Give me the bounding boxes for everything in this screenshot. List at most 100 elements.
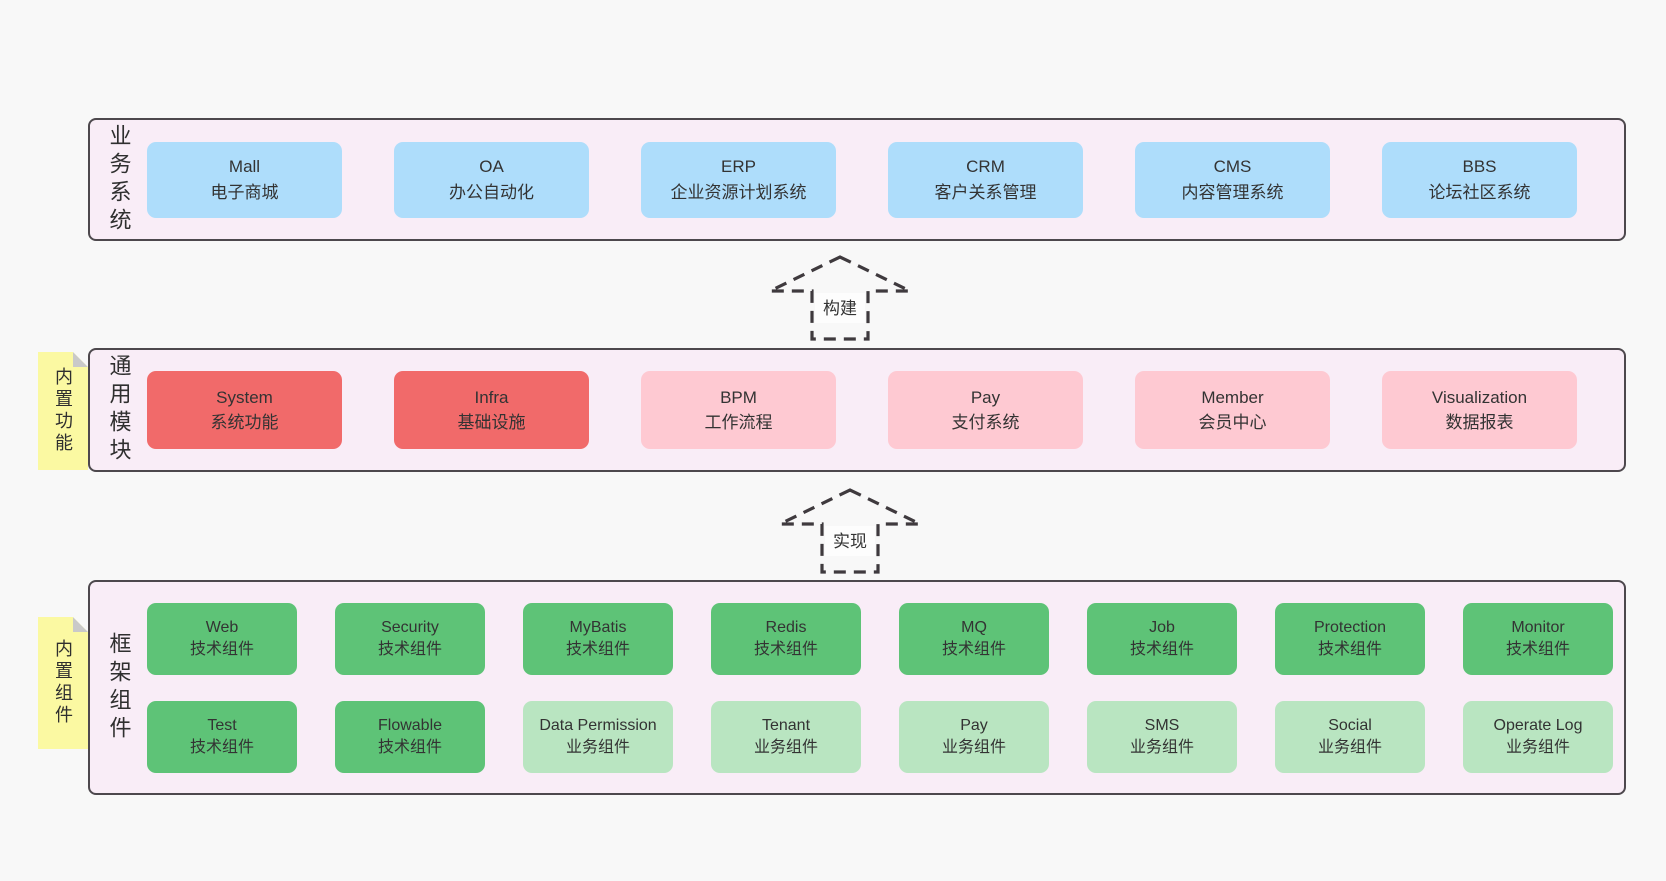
box-title: Visualization <box>1431 387 1528 407</box>
box-subtitle: 技术组件 <box>1505 640 1570 658</box>
framework-row-2: Test 技术组件 Flowable 技术组件 Data Permission … <box>147 700 1624 773</box>
box-subtitle: 技术组件 <box>189 738 254 756</box>
box-subtitle: 技术组件 <box>1317 640 1382 658</box>
box-title: OA <box>479 157 504 176</box>
common-modules-layer: 通用模块 System 系统功能 Infra 基础设施 BPM 工作流程 Pay… <box>88 348 1626 472</box>
box-subtitle: 技术组件 <box>189 640 254 658</box>
box-cms: CMS 内容管理系统 <box>1135 141 1330 218</box>
framework-components-layer: 框架组件 Web 技术组件 Security 技术组件 MyBatis 技术组件… <box>88 580 1626 795</box>
box-infra: Infra 基础设施 <box>394 371 589 449</box>
box-mall: Mall 电子商城 <box>147 141 342 218</box>
box-subtitle: 会员中心 <box>1198 413 1267 432</box>
box-title: SMS <box>1144 717 1180 735</box>
build-arrow: 构建 <box>765 253 915 343</box>
box-mq: MQ 技术组件 <box>899 602 1049 675</box>
box-monitor: Monitor 技术组件 <box>1463 602 1613 675</box>
business-boxes: Mall 电子商城 OA 办公自动化 ERP 企业资源计划系统 CRM 客户关系… <box>147 120 1624 239</box>
sticky-note-built-in-features: 内置功能 <box>38 352 88 470</box>
box-operate-log: Operate Log 业务组件 <box>1463 700 1613 773</box>
box-title: Web <box>205 619 239 637</box>
box-title: Data Permission <box>539 717 657 735</box>
box-subtitle: 业务组件 <box>1129 738 1194 756</box>
implement-arrow-label: 实现 <box>833 532 867 551</box>
box-oa: OA 办公自动化 <box>394 141 589 218</box>
layer-label-modules: 通用模块 <box>106 354 132 466</box>
box-subtitle: 基础设施 <box>457 413 526 432</box>
box-subtitle: 内容管理系统 <box>1181 182 1284 202</box>
box-subtitle: 技术组件 <box>377 738 442 756</box>
box-subtitle: 企业资源计划系统 <box>670 182 807 202</box>
box-bbs: BBS 论坛社区系统 <box>1382 141 1577 218</box>
implement-arrow: 实现 <box>775 486 925 576</box>
box-subtitle: 业务组件 <box>753 738 818 756</box>
box-job: Job 技术组件 <box>1087 602 1237 675</box>
framework-row-1: Web 技术组件 Security 技术组件 MyBatis 技术组件 Redi… <box>147 602 1624 675</box>
up-arrow-icon: 构建 <box>769 255 911 341</box>
box-title: CRM <box>966 157 1005 176</box>
box-erp: ERP 企业资源计划系统 <box>641 141 836 218</box>
box-data-permission: Data Permission 业务组件 <box>523 700 673 773</box>
box-title: Infra <box>474 387 509 407</box>
box-subtitle: 技术组件 <box>1129 640 1194 658</box>
folded-corner-icon <box>73 617 88 632</box>
box-subtitle: 论坛社区系统 <box>1428 182 1531 202</box>
box-title: BPM <box>720 387 757 407</box>
box-title: Pay <box>960 717 988 735</box>
box-title: Pay <box>970 387 1001 407</box>
box-subtitle: 技术组件 <box>753 640 818 658</box>
box-title: Security <box>381 619 439 637</box>
box-title: MQ <box>961 619 987 637</box>
folded-corner-icon <box>73 352 88 367</box>
box-protection: Protection 技术组件 <box>1275 602 1425 675</box>
box-subtitle: 数据报表 <box>1445 413 1514 432</box>
box-subtitle: 系统功能 <box>210 413 279 432</box>
sticky-note-built-in-components: 内置组件 <box>38 617 88 749</box>
box-redis: Redis 技术组件 <box>711 602 861 675</box>
box-title: Protection <box>1313 619 1387 637</box>
box-subtitle: 技术组件 <box>565 640 630 658</box>
box-member: Member 会员中心 <box>1135 371 1330 449</box>
business-systems-layer: 业务系统 Mall 电子商城 OA 办公自动化 ERP 企业资源计划系统 CRM… <box>88 118 1626 241</box>
box-title: Flowable <box>377 717 443 735</box>
box-subtitle: 业务组件 <box>941 738 1006 756</box>
box-subtitle: 客户关系管理 <box>934 182 1037 202</box>
box-title: Member <box>1201 387 1264 407</box>
layer-label-business: 业务系统 <box>106 123 132 236</box>
box-title: Monitor <box>1511 619 1565 637</box>
box-subtitle: 支付系统 <box>951 413 1020 432</box>
box-title: System <box>216 387 273 407</box>
box-subtitle: 办公自动化 <box>449 182 534 202</box>
box-title: MyBatis <box>569 619 627 637</box>
box-title: Operate Log <box>1493 717 1583 735</box>
box-pay-component: Pay 业务组件 <box>899 700 1049 773</box>
box-bpm: BPM 工作流程 <box>641 371 836 449</box>
box-subtitle: 业务组件 <box>1505 738 1570 756</box>
framework-boxes: Web 技术组件 Security 技术组件 MyBatis 技术组件 Redi… <box>147 582 1624 793</box>
box-title: Tenant <box>761 717 811 735</box>
box-title: ERP <box>721 157 756 176</box>
box-visualization: Visualization 数据报表 <box>1382 371 1577 449</box>
box-crm: CRM 客户关系管理 <box>888 141 1083 218</box>
box-title: BBS <box>1462 157 1497 176</box>
box-subtitle: 工作流程 <box>704 413 773 432</box>
box-subtitle: 技术组件 <box>377 640 442 658</box>
box-subtitle: 技术组件 <box>941 640 1006 658</box>
box-title: CMS <box>1213 157 1252 176</box>
box-subtitle: 业务组件 <box>1317 738 1382 756</box>
box-pay-module: Pay 支付系统 <box>888 371 1083 449</box>
box-title: Redis <box>765 619 807 637</box>
box-title: Test <box>207 717 237 735</box>
box-title: Job <box>1149 619 1175 637</box>
build-arrow-label: 构建 <box>823 299 857 318</box>
box-tenant: Tenant 业务组件 <box>711 700 861 773</box>
box-title: Social <box>1328 717 1372 735</box>
box-web: Web 技术组件 <box>147 602 297 675</box>
box-system: System 系统功能 <box>147 371 342 449</box>
box-social: Social 业务组件 <box>1275 700 1425 773</box>
box-test: Test 技术组件 <box>147 700 297 773</box>
box-sms: SMS 业务组件 <box>1087 700 1237 773</box>
box-title: Mall <box>228 157 261 176</box>
module-boxes: System 系统功能 Infra 基础设施 BPM 工作流程 Pay 支付系统… <box>147 350 1624 470</box>
box-security: Security 技术组件 <box>335 602 485 675</box>
box-subtitle: 电子商城 <box>210 182 279 202</box>
